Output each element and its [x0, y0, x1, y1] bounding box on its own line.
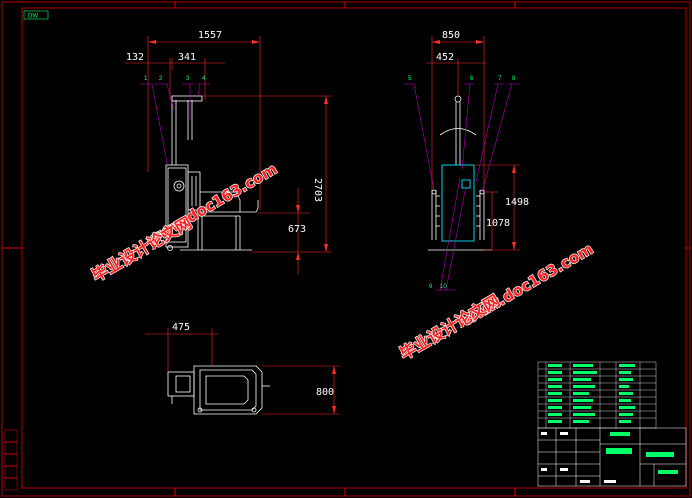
balloon-6: 6: [470, 76, 474, 82]
top-view-arrows: [332, 366, 336, 414]
balloon-9: 9: [429, 284, 433, 290]
dim-800: 800: [316, 387, 334, 398]
balloon-10: 10: [440, 284, 447, 290]
dim-452: 452: [436, 52, 454, 63]
balloon-4: 4: [202, 76, 206, 82]
dim-1498: 1498: [505, 197, 529, 208]
svg-text:DW: DW: [28, 14, 38, 20]
side-view-arrows: [432, 40, 516, 250]
watermark-right: www.doc163.com 毕业设计论文网: [396, 239, 597, 364]
balloon-2: 2: [159, 76, 163, 82]
balloon-3: 3: [186, 76, 190, 82]
parts-list-entries: [548, 364, 635, 423]
title-block-marks: [541, 432, 616, 483]
dim-132: 132: [126, 52, 144, 63]
sheet-tag: DW: [23, 10, 49, 20]
side-view-leaders: [404, 83, 520, 291]
top-view-dimensions: [145, 328, 340, 415]
dim-2703: 2703: [312, 178, 323, 202]
dim-1078: 1078: [486, 218, 510, 229]
front-view-dimensions: [125, 36, 332, 274]
balloon-1: 1: [144, 76, 148, 82]
svg-text:毕业设计论文网: 毕业设计论文网: [397, 291, 504, 363]
dim-341: 341: [178, 52, 196, 63]
title-block-fills: [606, 432, 678, 474]
dim-850: 850: [442, 30, 460, 41]
front-view-leaders: [140, 83, 210, 169]
balloon-5: 5: [408, 76, 412, 82]
side-view: [428, 95, 492, 251]
dim-475: 475: [172, 322, 190, 333]
svg-text:毕业设计论文网: 毕业设计论文网: [89, 213, 196, 285]
side-view-dimensions: [426, 36, 520, 251]
balloon-8: 8: [512, 76, 516, 82]
dim-1557: 1557: [198, 30, 222, 41]
balloon-7: 7: [498, 76, 502, 82]
front-view: [165, 95, 259, 251]
watermark-left: www.doc163.com 毕业设计论文网: [88, 159, 281, 286]
title-block: [537, 427, 687, 487]
parts-list: [537, 361, 657, 429]
dim-673: 673: [288, 224, 306, 235]
side-view-cyan-frame: [441, 164, 475, 242]
top-view: [167, 365, 270, 415]
front-view-arrows: [148, 40, 328, 260]
